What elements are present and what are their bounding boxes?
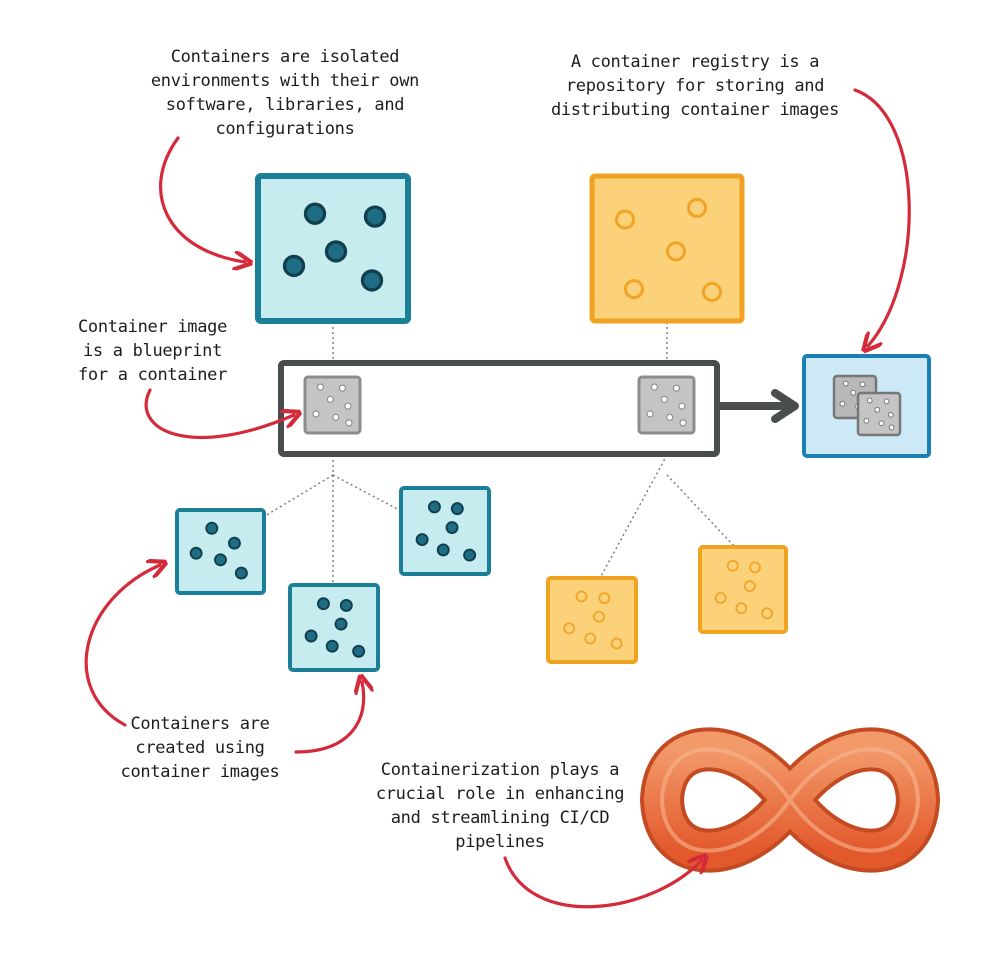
container-dot (214, 553, 227, 567)
container-dot (332, 413, 340, 421)
container-dot (344, 402, 352, 410)
annotation-created-using: Containers are created using container i… (120, 714, 280, 782)
annotation-containers-isolated: Containers are isolated environments wit… (150, 47, 420, 139)
container-dot (726, 559, 739, 572)
container-dot (436, 543, 450, 557)
container-instance-4 (546, 576, 638, 664)
arrow-icon-1 (159, 136, 245, 262)
container-dot (352, 644, 366, 658)
arrow-icon-4 (84, 565, 160, 727)
annotation-cicd: Containerization plays a crucial role in… (375, 760, 625, 852)
container-box (288, 583, 380, 672)
container-dot (702, 282, 722, 302)
container-dot (666, 413, 674, 421)
container-dot (678, 402, 686, 410)
container-dot (415, 533, 429, 547)
container-dot (234, 566, 248, 580)
container-dot (334, 617, 348, 631)
container-dot (563, 622, 575, 635)
annotation-registry: A container registry is a repository for… (550, 52, 840, 120)
container-dot (887, 411, 894, 418)
container-dot (650, 383, 658, 391)
container-dot (598, 592, 611, 605)
container-dot (303, 202, 327, 225)
container-dot (883, 398, 890, 405)
arrow-icon-5 (294, 682, 364, 754)
container-dot (888, 424, 895, 431)
container-box (546, 576, 638, 664)
annotation-arrows (84, 88, 911, 909)
container-dot (189, 546, 203, 560)
registry-image-icon-front (856, 391, 902, 437)
push-arrow (716, 389, 799, 423)
container-dot (672, 384, 680, 392)
container-box (399, 486, 491, 576)
container-dot (338, 384, 346, 392)
arrow-icon-2 (853, 88, 911, 346)
infinity-icon (640, 727, 940, 873)
container-dot (445, 521, 459, 535)
container-box (698, 545, 788, 634)
container-dot (735, 602, 748, 615)
container-dot (749, 561, 761, 574)
container-dot (866, 397, 873, 404)
container-dot (687, 197, 707, 218)
container-dot (427, 500, 441, 514)
container-dot (660, 395, 668, 403)
container-icon-registry-main (589, 173, 745, 324)
container-dot (679, 419, 687, 427)
container-dot (312, 410, 320, 418)
container-dot (363, 205, 387, 228)
arrow-icon-6 (503, 858, 702, 909)
container-dot (878, 420, 885, 427)
container-instance-5 (698, 545, 788, 634)
container-dot (874, 406, 881, 413)
container-image-icon-left (303, 375, 362, 435)
container-dot (325, 639, 339, 653)
container-dot (282, 254, 306, 278)
container-box (303, 375, 362, 435)
container-dot (360, 269, 384, 292)
connector-lines (264, 322, 736, 585)
container-dot (316, 597, 330, 611)
container-image-icon-right (637, 375, 696, 435)
container-dot (839, 400, 846, 407)
container-dot (761, 607, 773, 620)
container-instance-1 (175, 508, 266, 595)
annotation-image-blueprint: Container image is a blueprint for a con… (77, 317, 228, 385)
container-dot (842, 380, 849, 387)
container-instance-3 (399, 486, 491, 576)
container-dot (859, 381, 866, 388)
container-dot (666, 241, 686, 262)
container-dot (584, 632, 597, 645)
container-dot (575, 590, 588, 603)
container-dot (205, 521, 219, 535)
container-dot (646, 410, 654, 418)
container-dot (227, 536, 241, 550)
container-dot (326, 395, 334, 403)
container-instance-2 (288, 583, 380, 672)
container-dot (316, 383, 324, 391)
container-dot (850, 389, 857, 396)
container-dot (463, 548, 477, 562)
container-icon-main (255, 173, 411, 324)
container-dot (714, 592, 727, 604)
container-box (637, 375, 696, 435)
arrow-icon-3 (144, 388, 294, 440)
container-dot (863, 417, 870, 424)
container-dot (324, 240, 348, 263)
container-dot (339, 598, 353, 612)
container-dot (744, 580, 756, 592)
container-dot (345, 419, 353, 427)
container-dot (624, 279, 644, 300)
container-dot (593, 610, 605, 623)
container-dot (615, 209, 635, 230)
container-dot (304, 629, 318, 643)
container-box (856, 391, 902, 437)
container-dot (610, 637, 623, 650)
container-dot (450, 502, 464, 516)
